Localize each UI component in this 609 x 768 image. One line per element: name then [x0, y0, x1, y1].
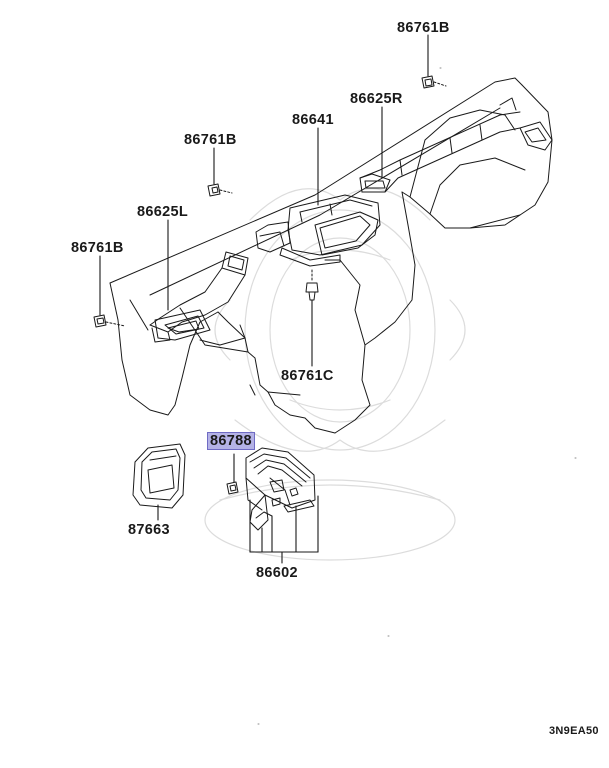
label-center-vent[interactable]: 86641: [292, 112, 334, 128]
label-bolt-left-lower[interactable]: 86761B: [71, 240, 124, 256]
heater-box-part: [245, 447, 316, 531]
duct-right-part: [359, 97, 553, 193]
label-clip-center[interactable]: 86761C: [281, 368, 334, 384]
duct-left-part: [149, 251, 249, 343]
label-cover[interactable]: 87663: [128, 522, 170, 538]
clip-center-part: [305, 269, 319, 301]
center-vent-part: [255, 194, 381, 267]
diagram-code: 3N9EA50: [549, 725, 599, 737]
bolt-left-upper-part: [207, 183, 233, 197]
bolt-left-lower-part: [93, 314, 126, 328]
screw-part: [226, 481, 239, 495]
leader-lines: [99, 34, 429, 564]
cover-part: [132, 443, 186, 509]
specks: [257, 67, 577, 725]
fasteners: [93, 75, 447, 495]
label-heater-box[interactable]: 86602: [256, 565, 298, 581]
label-screw-highlighted[interactable]: 86788: [207, 432, 255, 450]
label-duct-left[interactable]: 86625L: [137, 204, 188, 220]
instrument-panel: [109, 77, 553, 434]
watermark-emblem: [204, 188, 466, 561]
label-duct-right[interactable]: 86625R: [350, 91, 403, 107]
bolt-right-top-part: [421, 75, 447, 89]
label-bolt-right-top[interactable]: 86761B: [397, 20, 450, 36]
label-bolt-left-upper[interactable]: 86761B: [184, 132, 237, 148]
